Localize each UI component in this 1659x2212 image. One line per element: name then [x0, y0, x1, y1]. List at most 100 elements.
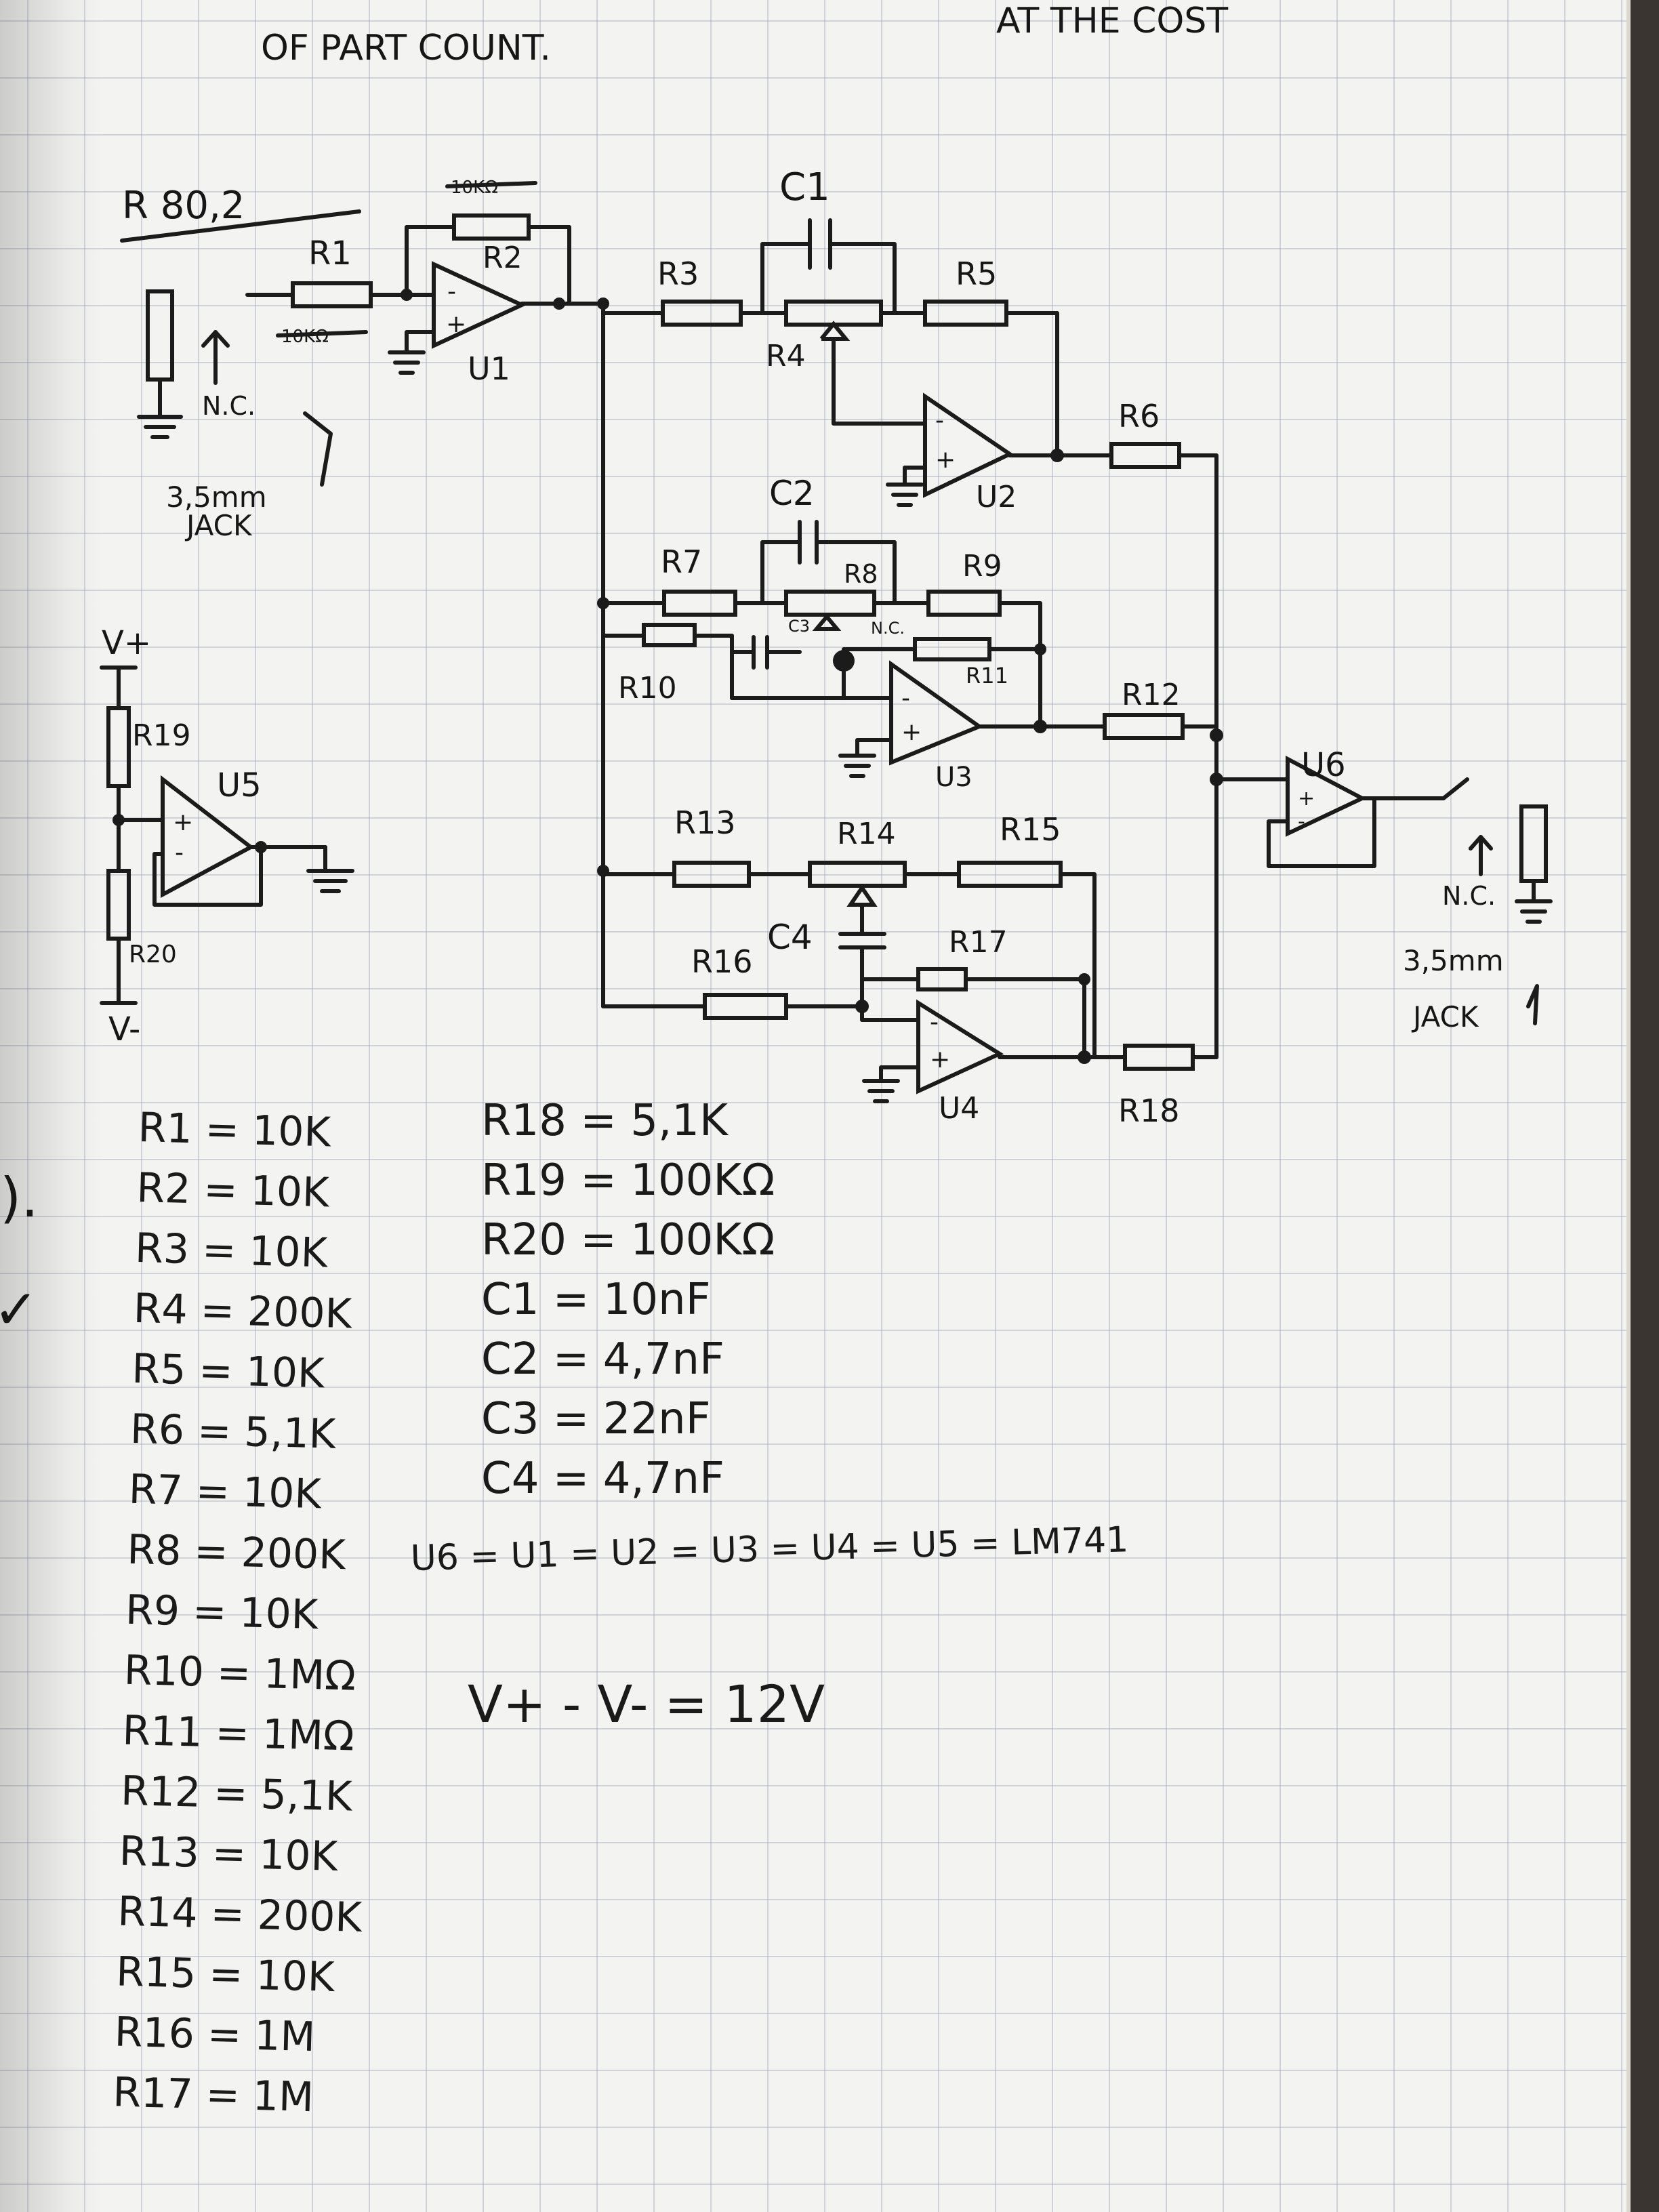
label-r10: R10: [618, 671, 677, 705]
label-r13: R13: [674, 804, 736, 841]
opamp-u1: [432, 261, 527, 349]
resistor-r16: [703, 993, 788, 1020]
output-jack-nc-label: N.C.: [1442, 881, 1496, 911]
input-jack-ground-symbol: [137, 415, 183, 439]
label-c2: C2: [769, 474, 815, 513]
part-line-r1: R1 = 10K: [137, 1103, 331, 1157]
svg-text:-: -: [930, 1008, 939, 1036]
label-r12: R12: [1122, 678, 1181, 712]
title-underline: [120, 209, 361, 243]
part-line-r20: R20 = 100KΩ: [481, 1215, 775, 1265]
svg-text:+: +: [935, 446, 956, 474]
part-line-r6: R6 = 5,1K: [129, 1405, 337, 1458]
svg-text:-: -: [901, 684, 910, 712]
label-r4: R4: [766, 339, 806, 373]
svg-text:+: +: [901, 718, 922, 746]
input-jack-body: [146, 289, 174, 382]
margin-mark-check: ✓: [0, 1278, 39, 1341]
opamp-u6: [1286, 756, 1367, 837]
r14-wiper-arrow: [846, 884, 878, 907]
label-vplus: V+: [102, 624, 151, 662]
resistor-r18: [1123, 1044, 1195, 1071]
header-right-text: AT THE COST: [996, 1, 1228, 41]
resistor-r6: [1109, 442, 1181, 469]
part-line-r9: R9 = 10K: [125, 1586, 319, 1639]
label-c3: C3: [788, 617, 810, 636]
r8-wiper-arrow: [812, 613, 842, 631]
part-line-r14: R14 = 200K: [117, 1887, 363, 1942]
label-r9: R9: [962, 549, 1002, 583]
part-line-r10: R10 = 1MΩ: [123, 1646, 356, 1700]
resistor-r1: [291, 281, 373, 308]
label-u2: U2: [976, 480, 1017, 514]
part-line-c1: C1 = 10nF: [481, 1275, 711, 1325]
input-jack-pointer: [303, 411, 333, 487]
label-vminus: V-: [108, 1010, 140, 1048]
svg-text:+: +: [173, 808, 193, 836]
part-line-r16: R16 = 1M: [113, 2008, 316, 2062]
output-lead: [1360, 777, 1469, 800]
part-line-r13: R13 = 10K: [118, 1827, 338, 1881]
resistor-r7: [662, 590, 737, 617]
resistor-r15: [957, 861, 1063, 888]
resistor-r10: [642, 623, 697, 647]
part-line-r11: R11 = 1MΩ: [121, 1706, 355, 1761]
output-jack-body: [1519, 804, 1548, 883]
input-jack-type-label: JACK: [184, 509, 253, 542]
output-jack-type-label: JACK: [1411, 1000, 1479, 1033]
part-line-r15: R15 = 10K: [115, 1948, 335, 2001]
u5-ground-symbol: [306, 845, 354, 893]
potentiometer-r14: [808, 861, 907, 888]
margin-mark-paren: ).: [0, 1166, 39, 1229]
part-line-c2: C2 = 4,7nF: [481, 1334, 724, 1385]
summing-bus: [1177, 453, 1218, 1059]
part-line-r19: R19 = 100KΩ: [481, 1155, 775, 1206]
part-line-r12: R12 = 5,1K: [120, 1767, 353, 1821]
schematic-title: R 80,2: [122, 184, 245, 228]
supply-equation: V+ - V- = 12V: [468, 1674, 825, 1734]
potentiometer-r8: [784, 590, 876, 617]
resistor-r2: [452, 213, 531, 241]
label-r5: R5: [956, 255, 997, 292]
u3-ground-symbol: [838, 754, 876, 778]
resistor-r9: [926, 590, 1002, 617]
output-jack-ground-symbol: [1515, 899, 1553, 924]
label-r3: R3: [657, 255, 699, 292]
resistor-r12: [1103, 713, 1185, 740]
header-left-text: OF PART COUNT.: [261, 28, 551, 68]
label-r7: R7: [661, 544, 702, 580]
label-r8: R8: [844, 559, 878, 589]
svg-text:-: -: [935, 407, 944, 434]
svg-text:-: -: [175, 839, 184, 867]
part-line-r5: R5 = 10K: [131, 1345, 325, 1398]
svg-text:+: +: [930, 1046, 950, 1073]
parts-list-right: R18 = 5,1K R19 = 100KΩ R20 = 100KΩ C1 = …: [481, 1091, 956, 1509]
resistor-r20: [106, 869, 131, 941]
label-r6: R6: [1118, 398, 1160, 434]
opamp-u5: [161, 775, 255, 899]
resistor-r17: [916, 967, 968, 991]
part-line-r2: R2 = 10K: [136, 1164, 330, 1217]
input-jack-nc-label: N.C.: [202, 391, 255, 421]
label-r11: R11: [966, 663, 1008, 689]
opamp-u2: [923, 392, 1014, 498]
input-jack-size-label: 3,5mm: [166, 480, 267, 514]
label-u3: U3: [935, 762, 972, 793]
resistor-r19: [106, 706, 131, 788]
label-r1: R1: [308, 234, 352, 272]
label-r16: R16: [691, 943, 753, 980]
opamp-u4: [916, 999, 1004, 1094]
label-u1: U1: [468, 350, 510, 387]
label-u5: U5: [217, 766, 262, 804]
label-r14: R14: [837, 817, 896, 851]
label-u6: U6: [1301, 746, 1346, 784]
label-r20: R20: [129, 941, 177, 968]
resistor-r5: [923, 300, 1008, 327]
output-jack-size-label: 3,5mm: [1403, 944, 1504, 977]
page-binding-shadow: [0, 0, 102, 2212]
opamp-u3: [889, 660, 984, 766]
label-r19: R19: [132, 718, 191, 753]
resistor-r3: [661, 300, 743, 327]
